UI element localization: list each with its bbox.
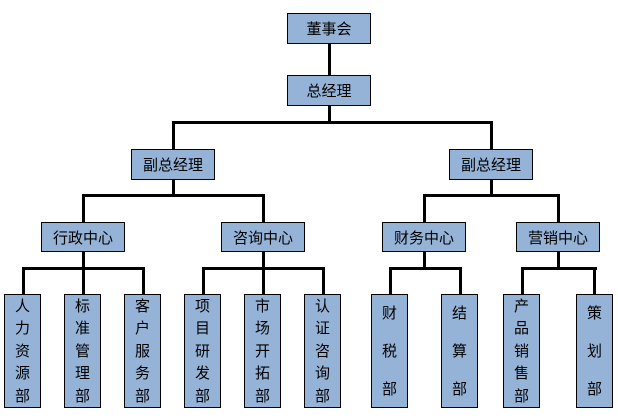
connector-finance-stem [422, 252, 426, 270]
node-finance-center-label: 财务中心 [393, 228, 454, 247]
node-deputy-gm-right-label: 副总经理 [460, 156, 521, 174]
node-admin-center-label: 行政中心 [52, 228, 113, 247]
connector-drop-consulting-center [261, 193, 265, 222]
node-project-rd-dept: 项目研发部 [184, 294, 221, 408]
connector-drop-deputy-right [489, 120, 493, 149]
connector-drop-admin-center [81, 193, 85, 222]
node-market-dev-dept: 市场开拓部 [244, 294, 281, 408]
connector-drop-finance-center [422, 193, 426, 222]
connector-deputy-left-horizontal [81, 193, 265, 197]
node-project-rd-dept-label: 项目研发部 [194, 296, 210, 405]
node-general-manager-label: 总经理 [306, 82, 352, 100]
connector-marketing-stem [556, 252, 560, 270]
connector-drop-settlement [458, 266, 462, 294]
node-customer-service-dept-label: 客户服务部 [134, 296, 150, 405]
node-general-manager: 总经理 [287, 75, 371, 106]
connector-admin-stem [81, 252, 85, 270]
connector-drop-hr [21, 266, 25, 294]
node-certification-dept-label: 认证咨询部 [314, 296, 330, 405]
connector-drop-planning [593, 266, 596, 294]
node-hr-dept: 人力资源部 [4, 294, 41, 408]
node-finance-center: 财务中心 [382, 222, 466, 252]
connector-drop-standards [81, 266, 85, 294]
node-planning-dept: 策划部 [576, 294, 613, 408]
connector-drop-deputy-left [171, 120, 175, 149]
node-hr-dept-label: 人力资源部 [14, 296, 30, 405]
node-planning-dept-label: 策划部 [586, 304, 602, 398]
connector-drop-customer-service [141, 266, 145, 294]
connector-gm-horizontal [171, 120, 493, 124]
connector-deputy-right-stem [489, 180, 493, 197]
node-settlement-dept-label: 结算部 [451, 304, 467, 398]
node-product-sales-dept-label: 产品销售部 [513, 296, 529, 405]
node-marketing-center: 营销中心 [516, 222, 600, 252]
node-certification-dept: 认证咨询部 [304, 294, 341, 408]
node-finance-tax-dept: 财税部 [371, 294, 408, 408]
node-customer-service-dept: 客户服务部 [124, 294, 161, 408]
connector-finance-horizontal [388, 266, 462, 270]
node-deputy-gm-left-label: 副总经理 [142, 156, 203, 174]
connector-drop-marketing-center [556, 193, 560, 222]
node-settlement-dept: 结算部 [441, 294, 478, 408]
connector-gm-stem [327, 106, 331, 123]
node-board: 董事会 [287, 13, 371, 44]
connector-drop-product-sales [520, 266, 524, 294]
connector-deputy-left-stem [171, 180, 175, 197]
connector-board-gm [327, 44, 331, 75]
node-market-dev-dept-label: 市场开拓部 [254, 296, 270, 405]
connector-deputy-right-horizontal [422, 193, 560, 197]
node-standards-dept-label: 标准管理部 [74, 296, 90, 405]
node-product-sales-dept: 产品销售部 [503, 294, 540, 408]
connector-drop-finance-tax [388, 266, 392, 294]
node-consulting-center: 咨询中心 [221, 222, 305, 252]
connector-drop-project-rd [201, 266, 205, 294]
node-marketing-center-label: 营销中心 [527, 228, 588, 247]
node-deputy-gm-right: 副总经理 [449, 149, 533, 180]
node-consulting-center-label: 咨询中心 [232, 228, 293, 247]
connector-consulting-stem [261, 252, 265, 270]
connector-drop-market-dev [261, 266, 265, 294]
node-admin-center: 行政中心 [41, 222, 125, 252]
node-board-label: 董事会 [306, 20, 352, 38]
node-deputy-gm-left: 副总经理 [131, 149, 215, 180]
connector-drop-certification [321, 266, 325, 294]
node-finance-tax-dept-label: 财税部 [381, 304, 397, 398]
node-standards-dept: 标准管理部 [64, 294, 101, 408]
connector-marketing-horizontal [520, 266, 597, 270]
